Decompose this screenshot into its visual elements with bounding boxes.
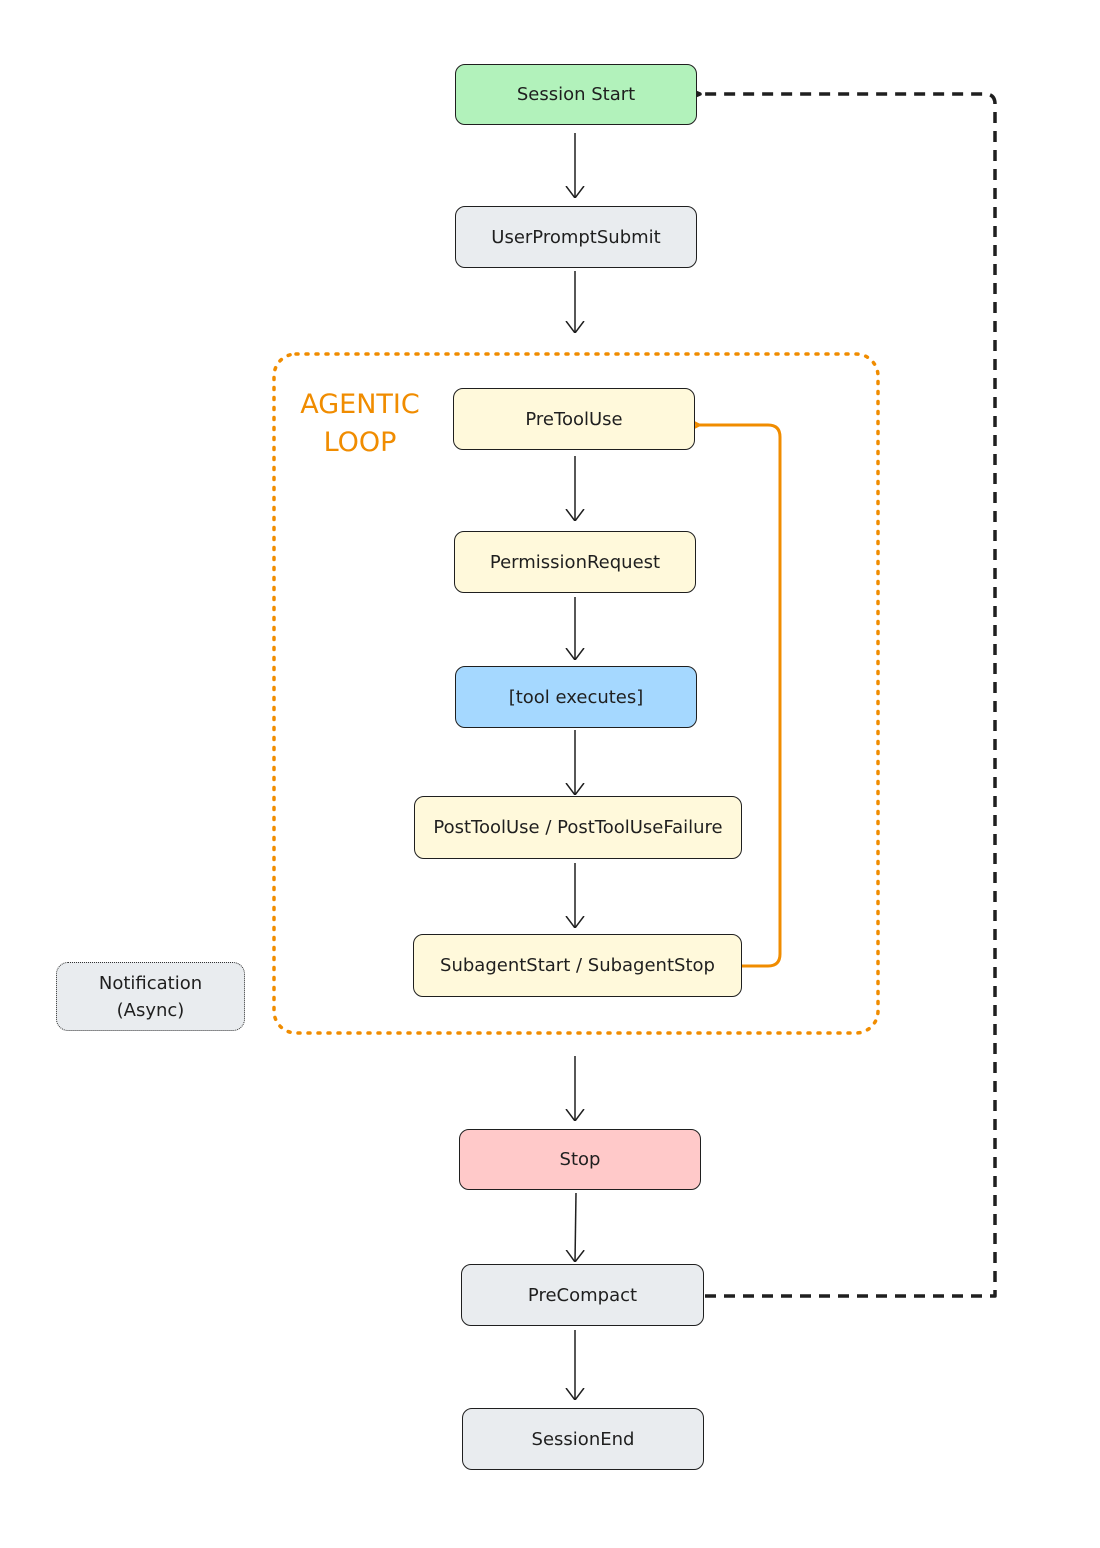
user-prompt-submit-node: UserPromptSubmit	[455, 206, 697, 268]
permission-request-label: PermissionRequest	[489, 551, 661, 573]
session-end-label: SessionEnd	[531, 1428, 635, 1450]
notification-async-label: (Async)	[116, 999, 185, 1021]
stop-label: Stop	[559, 1149, 601, 1170]
session-end-node: SessionEnd	[462, 1408, 704, 1470]
tool-executes-label: [tool executes]	[508, 686, 644, 708]
agentic-loop-label: AGENTIC LOOP	[285, 386, 435, 462]
user-prompt-submit-label: UserPromptSubmit	[491, 226, 661, 248]
pre-tool-use-label: PreToolUse	[525, 408, 623, 430]
pre-compact-node: PreCompact	[461, 1264, 704, 1326]
permission-request-node: PermissionRequest	[454, 531, 696, 593]
loop-back-arrow	[683, 416, 782, 968]
stop-node: Stop	[459, 1129, 701, 1190]
pre-compact-label: PreCompact	[527, 1284, 638, 1306]
session-start-label: Session Start	[516, 84, 636, 105]
notification-async-note: Notification (Async)	[56, 962, 245, 1031]
tool-executes-node: [tool executes]	[455, 666, 697, 728]
arrow-stop-to-pre-compact	[575, 1192, 576, 1262]
notification-label: Notification	[98, 972, 203, 994]
pre-tool-use-node: PreToolUse	[453, 388, 695, 450]
post-tool-use-label: PostToolUse / PostToolUseFailure	[433, 817, 723, 838]
subagent-node: SubagentStart / SubagentStop	[413, 934, 742, 997]
agentic-loop-boundary	[272, 352, 880, 1035]
compact-restart-arrow	[681, 85, 997, 1298]
agentic-loop-label-line1: AGENTIC	[300, 389, 420, 420]
session-start-node: Session Start	[455, 64, 697, 125]
subagent-label: SubagentStart / SubagentStop	[440, 955, 715, 976]
agentic-loop-label-line2: LOOP	[323, 427, 397, 458]
post-tool-use-node: PostToolUse / PostToolUseFailure	[414, 796, 742, 859]
